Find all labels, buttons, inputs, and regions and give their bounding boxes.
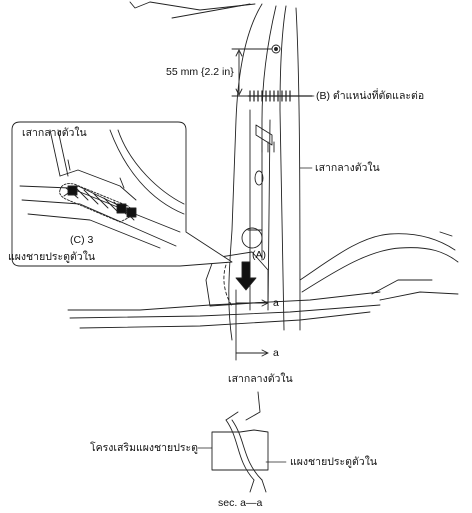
reference-bolt [271, 44, 281, 54]
section-view [197, 391, 287, 493]
roof-rail [129, 1, 256, 19]
inset-callout [11, 121, 233, 267]
section-arrow-lower-label: a [273, 347, 279, 359]
section-reinforcement-label: โครงเสริมแผงชายประตู [90, 442, 198, 454]
section-sill-inner-label: แผงชายประตูตัวใน [290, 456, 378, 468]
section-cut-line [235, 289, 269, 361]
arrow-a [235, 261, 257, 291]
section-title: sec. a—a [218, 497, 263, 509]
cut-position-label: (B) ตำแหน่งที่ตัดและต่อ [316, 90, 425, 102]
pillar-inner-label: เสากลางตัวใน [315, 162, 380, 174]
leader-lines [291, 95, 315, 169]
section-pillar-inner-label: เสากลางตัวใน [228, 373, 293, 385]
section-arrow-upper-label: a [273, 297, 279, 309]
inset-sill-inner-label: แผงชายประตูตัวใน [8, 251, 96, 263]
inset-pillar-inner-label: เสากลางตัวใน [22, 127, 87, 139]
inset-part-c-label: (C) 3 [70, 234, 94, 246]
inset-weld-zone [59, 183, 137, 223]
rear-quarter [299, 231, 459, 301]
marker-a-label: (A) [252, 249, 266, 261]
b-pillar [228, 3, 301, 341]
dimension-label: 55 mm {2.2 in} [166, 66, 234, 78]
side-sill [67, 251, 381, 329]
